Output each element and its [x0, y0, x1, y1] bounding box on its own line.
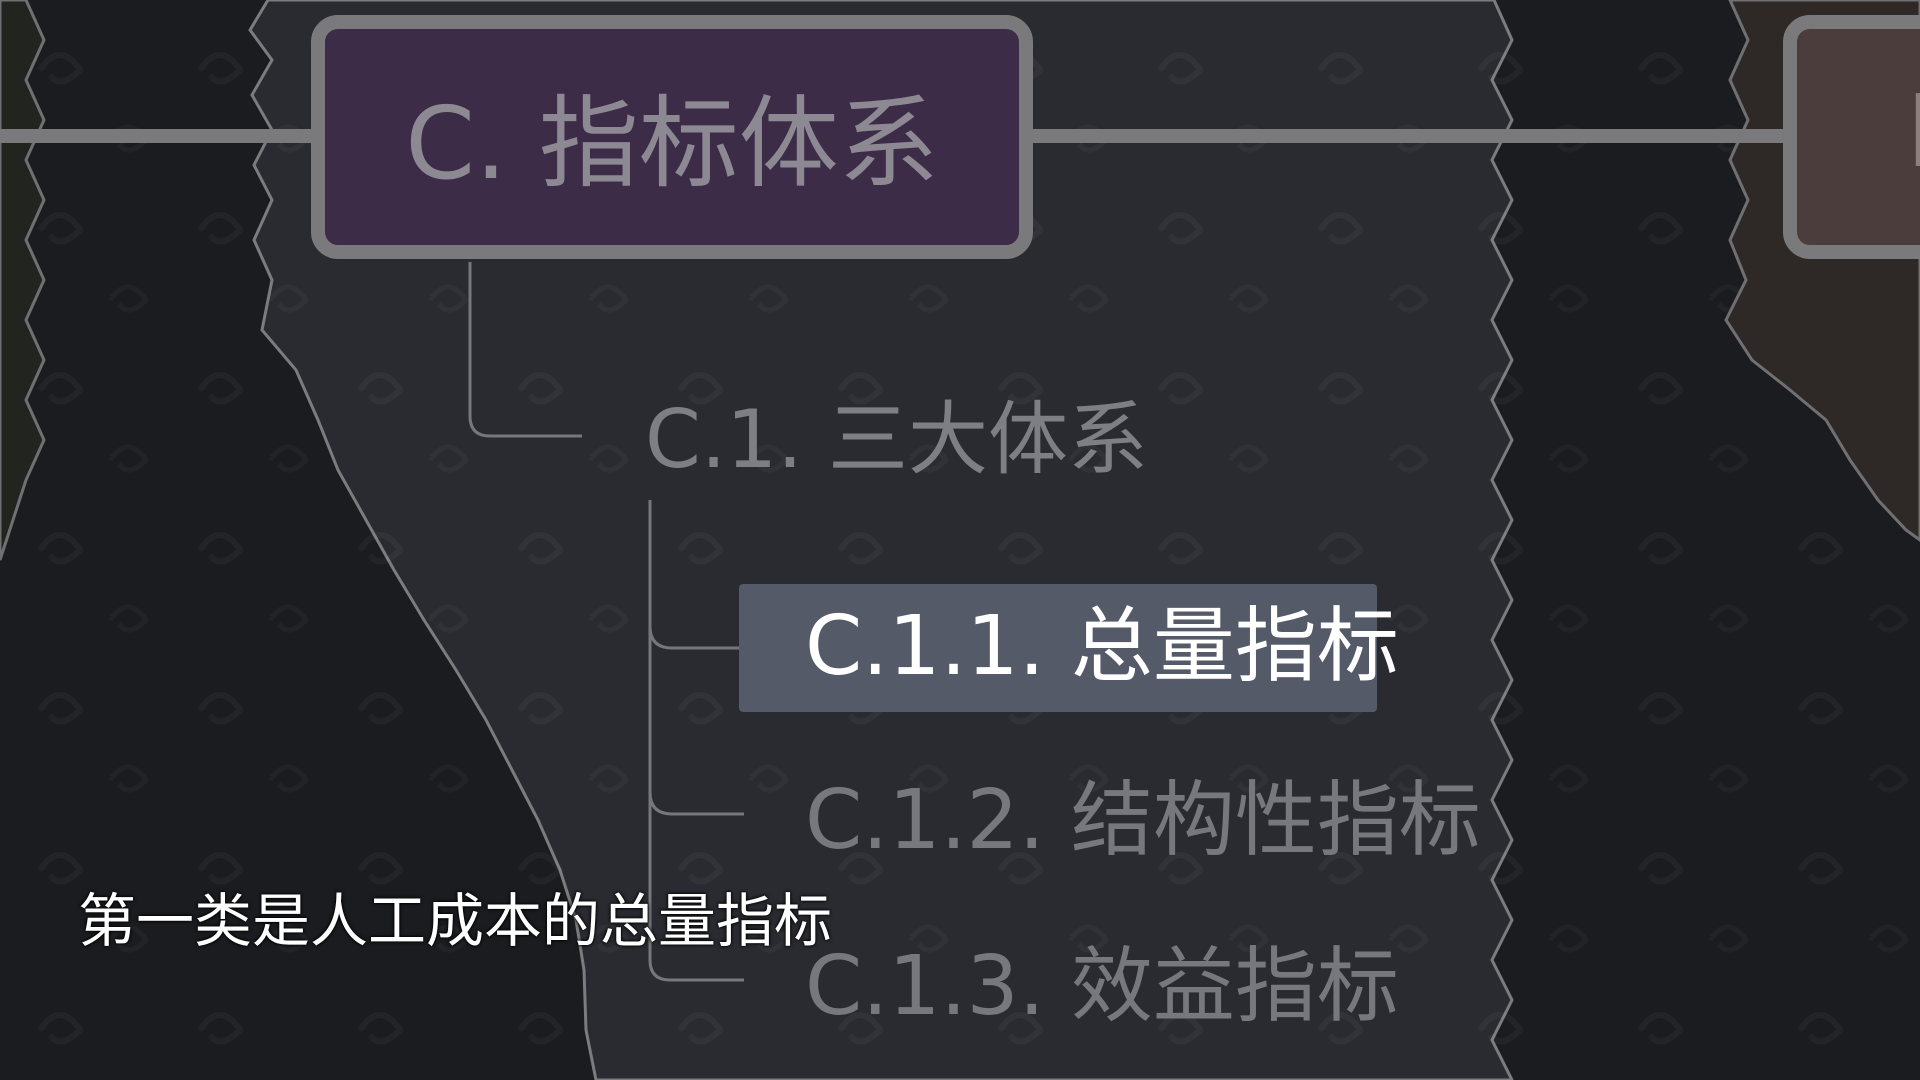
leaf-spine	[648, 500, 744, 982]
right-node-box	[1783, 15, 1920, 259]
leaf-node-label-total[interactable]: C.1.1. 总量指标	[805, 599, 1399, 694]
video-subtitle: 第一类是人工成本的总量指标	[78, 887, 833, 955]
branch-node-label[interactable]: C.1. 三大体系	[645, 393, 1149, 486]
leaf-connector-1	[648, 625, 744, 650]
leaf-node-label-structural[interactable]: C.1.2. 结构性指标	[805, 773, 1481, 868]
selected-node-highlight[interactable]	[739, 584, 1377, 712]
root-node-label[interactable]: C. 指标体系	[405, 85, 939, 202]
right-node-label[interactable]: I	[1906, 82, 1920, 182]
leaf-connector-2	[648, 791, 744, 816]
root-node-box	[311, 15, 1033, 259]
leaf-node-label-efficiency[interactable]: C.1.3. 效益指标	[805, 939, 1399, 1034]
branch-connector	[468, 262, 582, 438]
